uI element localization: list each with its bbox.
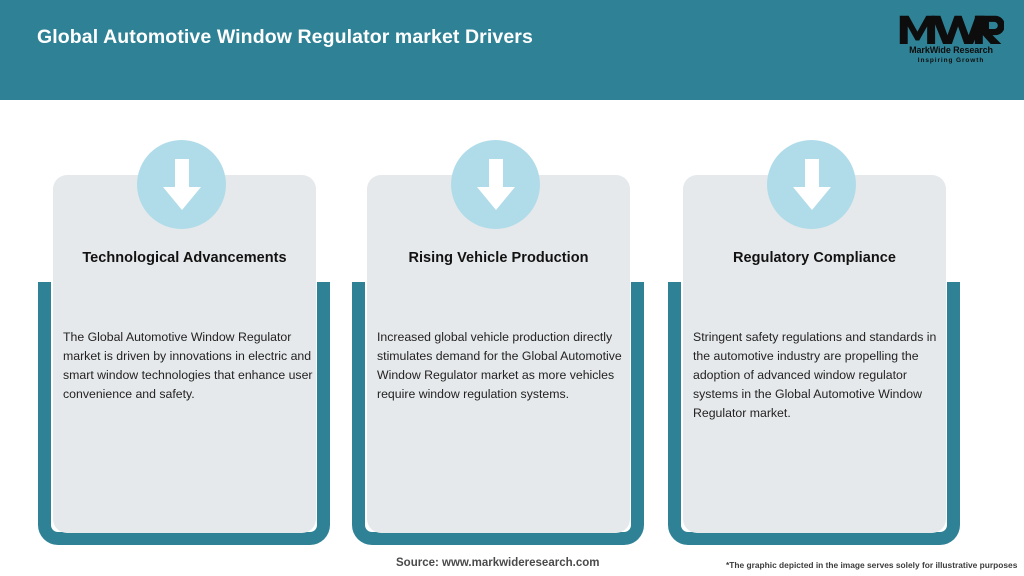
brand-logo: MarkWide Research Inspiring Growth [898, 12, 1004, 72]
card-bracket-accent [668, 282, 960, 545]
card-panel [367, 175, 630, 533]
arrow-down-icon [137, 140, 226, 229]
logo-tagline: Inspiring Growth [917, 57, 985, 64]
card-panel [683, 175, 946, 533]
mwr-logo-icon [899, 15, 1004, 45]
header-bar: Global Automotive Window Regulator marke… [0, 0, 1024, 100]
driver-cards-container: Technological Advancements The Global Au… [0, 100, 1024, 545]
card-bracket-accent [38, 282, 330, 545]
arrow-down-icon [767, 140, 856, 229]
card-panel [53, 175, 316, 533]
card-bracket-accent [352, 282, 644, 545]
driver-card: Technological Advancements The Global Au… [38, 100, 330, 545]
card-body-text: The Global Automotive Window Regulator m… [63, 330, 313, 401]
source-label: Source: www.markwideresearch.com [396, 557, 600, 569]
card-title: Rising Vehicle Production [408, 250, 589, 266]
logo-company-name: MarkWide Research [909, 45, 993, 55]
driver-card: Regulatory Compliance Stringent safety r… [668, 100, 960, 545]
card-title: Technological Advancements [82, 250, 287, 266]
driver-card: Rising Vehicle Production Increased glob… [352, 100, 644, 545]
card-body-text: Increased global vehicle production dire… [377, 330, 622, 401]
arrow-down-icon [451, 140, 540, 229]
page-title: Global Automotive Window Regulator marke… [37, 26, 533, 48]
card-title: Regulatory Compliance [733, 250, 896, 266]
disclaimer-note: *The graphic depicted in the image serve… [726, 560, 1018, 570]
card-body-text: Stringent safety regulations and standar… [693, 330, 937, 420]
